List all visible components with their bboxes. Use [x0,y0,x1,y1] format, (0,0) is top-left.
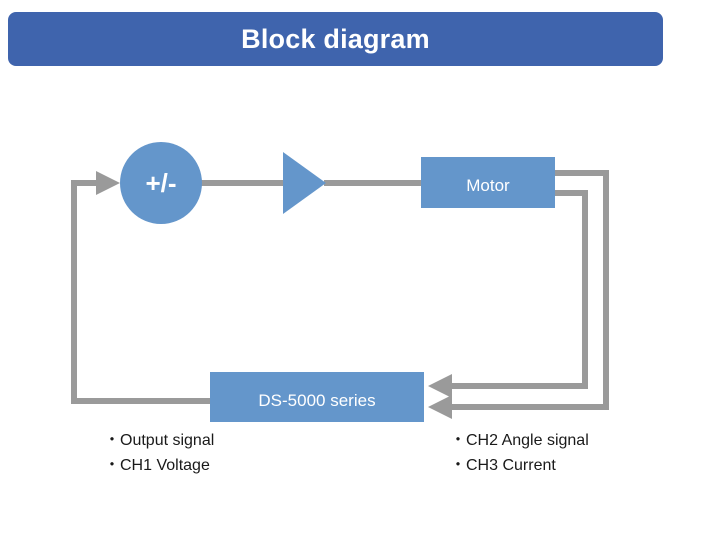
caption-ch2-angle-signal: ・CH2 Angle signal [450,432,589,449]
connector-motor-to-recorder-ch3 [450,170,609,410]
recorder-label: DS-5000 series [258,391,375,410]
page-title: Block diagram [241,23,430,54]
amplifier-triangle-icon [283,152,326,214]
caption-ch1-voltage: ・CH1 Voltage [104,457,210,474]
arrowhead-into-recorder-ch2 [428,374,452,398]
motor-label: Motor [466,176,510,195]
caption-ch3-current: ・CH3 Current [450,457,556,474]
caption-left: ・Output signal ・CH1 Voltage [104,428,214,478]
connector-motor-to-recorder-ch2 [450,190,588,389]
caption-right: ・CH2 Angle signal ・CH3 Current [450,428,589,478]
summing-junction: +/- [120,142,202,224]
caption-output-signal: ・Output signal [104,432,215,449]
motor-block: Motor [421,157,555,208]
arrowhead-into-recorder-ch3 [428,395,452,419]
recorder-block: DS-5000 series [210,372,424,422]
arrowhead-into-junction [96,171,120,195]
title-banner: Block diagram [8,12,663,66]
connector-feedback-loop [71,180,210,404]
summing-junction-label: +/- [145,168,176,198]
